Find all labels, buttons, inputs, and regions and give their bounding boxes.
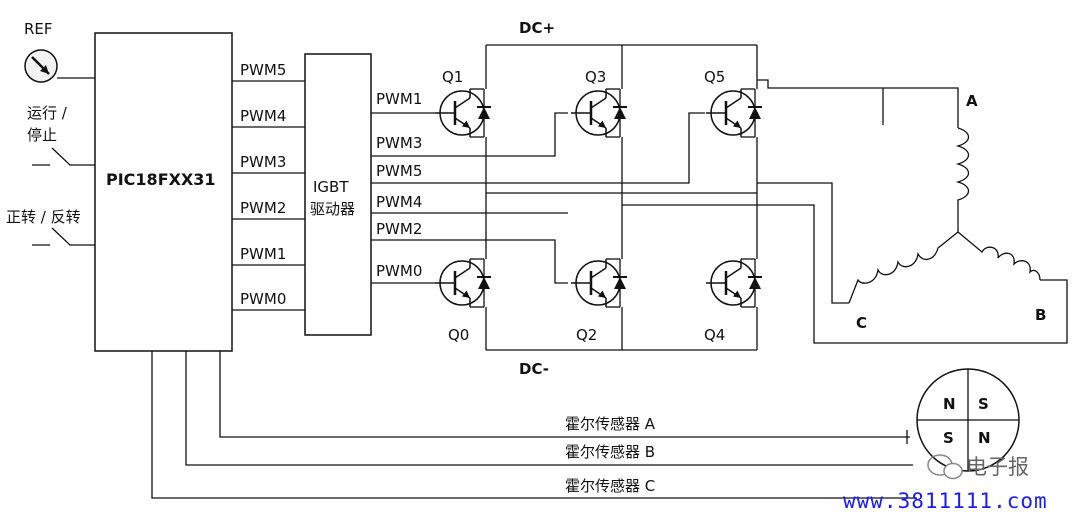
drv-pwm1-label: PWM1 [376,90,422,108]
drv-pwm0-label: PWM0 [376,262,422,280]
rotor-pole-nw: N [943,395,956,413]
mcu-pwm2-label: PWM2 [240,199,286,217]
mcu-pwm1-label: PWM1 [240,245,286,263]
wechat-logo-icon [927,454,963,480]
dc-minus-label: DC- [519,360,549,378]
q2-label: Q2 [576,326,597,344]
phase-c-label: C [856,314,867,332]
mcu-name: PIC18FXX31 [106,170,216,189]
rotor-pole-sw: S [943,429,954,447]
transistor-q5 [704,87,764,139]
transistor-q3 [569,87,629,139]
hall-sensor-b-label: 霍尔传感器 B [565,443,655,461]
mcu-pwm0-label: PWM0 [240,290,286,308]
ref-label: REF [24,20,53,38]
run-stop-label-2: 停止 [27,126,57,144]
drv-pwm4-label: PWM4 [376,193,422,211]
phase-b-wire [622,204,1068,344]
mcu-pwm5-label: PWM5 [240,61,286,79]
q5-label: Q5 [704,68,725,86]
ref-potentiometer-icon[interactable] [24,49,58,83]
phase-a-label: A [966,92,978,110]
transistor-q0 [433,257,493,309]
hall-sensor-a-label: 霍尔传感器 A [565,415,656,433]
transistor-q1 [433,87,493,139]
igbt-driver-block [304,53,372,336]
drv-pwm2-label: PWM2 [376,220,422,238]
rotor-icon [916,368,1020,472]
phase-a-wire [757,79,959,128]
phase-c-wire [757,182,849,304]
rotor-pole-se: N [978,429,991,447]
rotor-pole-ne: S [978,395,989,413]
dc-plus-label: DC+ [519,19,555,37]
drv-pwm3-label: PWM3 [376,134,422,152]
driver-label-1: IGBT [313,178,349,196]
watermark-url: www.3811111.com [843,489,1048,513]
mcu-block [94,32,233,352]
transistor-q2 [569,257,629,309]
fwd-rev-label: 正转 / 反转 [6,208,81,226]
fwd-rev-switch-icon[interactable] [32,227,95,246]
driver-pwm-outputs: PWM1 PWM3 PWM5 PWM4 PWM2 PWM0 [371,90,705,284]
hall-sensor-c-label: 霍尔传感器 C [565,477,655,495]
run-stop-label-1: 运行 / [27,104,68,122]
mcu-pwm4-label: PWM4 [240,107,286,125]
driver-label-2: 驱动器 [310,200,355,218]
watermark-logo-text: 电子报 [966,455,1029,479]
run-stop-switch-icon[interactable] [32,147,95,166]
phase-b-label: B [1035,306,1046,324]
mcu-pwm-outputs: PWM5 PWM4 PWM3 PWM2 PWM1 PWM0 [232,61,305,311]
transistor-q4 [704,257,764,309]
hall-sensor-lines [151,351,917,499]
q0-label: Q0 [448,326,469,344]
motor-windings [848,127,1041,304]
drv-pwm5-label: PWM5 [376,162,422,180]
q4-label: Q4 [704,326,725,344]
q1-label: Q1 [442,68,463,86]
mcu-pwm3-label: PWM3 [240,153,286,171]
q3-label: Q3 [585,68,606,86]
